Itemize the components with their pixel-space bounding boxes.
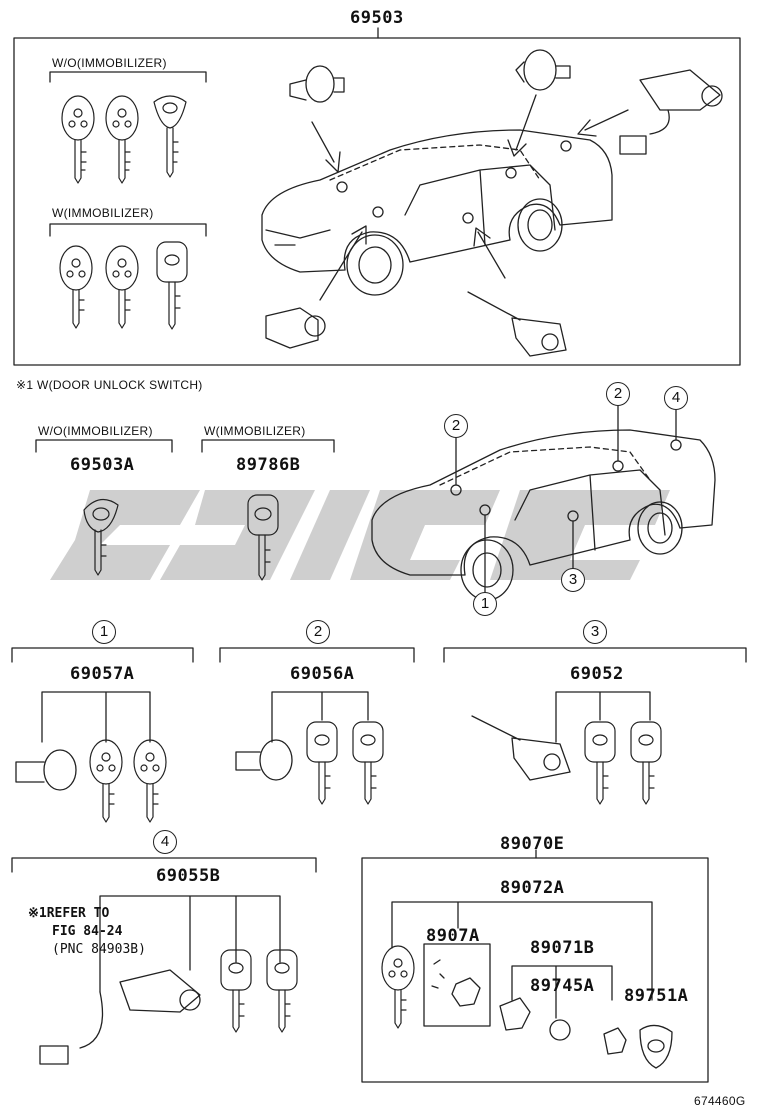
case-part-number[interactable]: 89071B [530,938,595,958]
set-2-cylinder [235,739,293,781]
watermark-logo [50,490,670,580]
refer-note-line1: ※1REFER TO [28,906,110,921]
kit-trunk-unlock [467,291,567,357]
refer-note-line2: FIG 84-24 [52,924,123,939]
kit-keys-wo-immobilizer [61,95,187,184]
car-callout-3[interactable]: 3 [561,568,585,592]
kit-label-w-immobilizer: W(IMMOBILIZER) [52,206,154,220]
battery [549,1019,571,1041]
set-4-ignition-switch [39,969,201,1065]
key-blank-label-w: W(IMMOBILIZER) [204,424,306,438]
circuit-board [431,959,481,1007]
kit-car-illustration [261,129,613,296]
key-cover [639,1024,673,1069]
kit-door-cylinder-front [289,65,345,103]
key-blank-wo-immobilizer [83,499,119,576]
kit-label-wo-immobilizer: W/O(IMMOBILIZER) [52,56,167,70]
button-case [499,997,531,1031]
set-4-part-number[interactable]: 69055B [156,866,221,886]
key-blank-label-wo: W/O(IMMOBILIZER) [38,424,153,438]
set-2-part-number[interactable]: 69056A [290,664,355,684]
set-2-keys [306,721,384,805]
car-callout-2a[interactable]: 2 [444,414,468,438]
kit-arrows [311,94,629,301]
set-3-keys [584,721,662,805]
set-4-keys [220,949,298,1033]
kit-door-cylinder-rear [265,307,326,349]
car-callout-1[interactable]: 1 [473,592,497,616]
set-4-callout[interactable]: 4 [153,830,177,854]
set-1-cylinder [15,749,77,791]
cover-part-number[interactable]: 89751A [624,986,689,1006]
set-1-part-number[interactable]: 69057A [70,664,135,684]
set-1-callout[interactable]: 1 [92,620,116,644]
kit-trunk-cylinder [515,49,571,91]
set-3-callout[interactable]: 3 [583,620,607,644]
refer-note-line3: (PNC 84903B) [52,942,146,957]
board-part-number[interactable]: 8907A [426,926,480,946]
footnote-door-unlock: ※1 W(DOOR UNLOCK SWITCH) [16,378,203,392]
kit-box-frame [13,37,741,366]
top-part-number[interactable]: 69503 [350,8,404,28]
set-2-callout[interactable]: 2 [306,620,330,644]
transmitter-housing [381,945,415,1029]
car-callout-4[interactable]: 4 [664,386,688,410]
figure-id: 674460G [694,1094,746,1108]
set-1-keys [89,739,167,823]
transmitter-part-number[interactable]: 89070E [500,834,565,854]
housing-part-number[interactable]: 89072A [500,878,565,898]
transmitter-box-frame [361,857,709,1083]
car-callout-2b[interactable]: 2 [606,382,630,406]
key-blank-w-immobilizer [247,494,279,581]
set-3-trunk-unlock [471,715,571,781]
kit-keys-w-immobilizer [59,241,188,330]
board-frame [423,943,491,1027]
key-blank-part-number-w[interactable]: 89786B [236,455,301,475]
battery-part-number[interactable]: 89745A [530,976,595,996]
set-3-part-number[interactable]: 69052 [570,664,624,684]
case-cover [603,1027,627,1055]
key-blank-part-number-wo[interactable]: 69503A [70,455,135,475]
kit-ignition-switch [619,69,723,155]
reference-car-illustration [371,401,716,601]
